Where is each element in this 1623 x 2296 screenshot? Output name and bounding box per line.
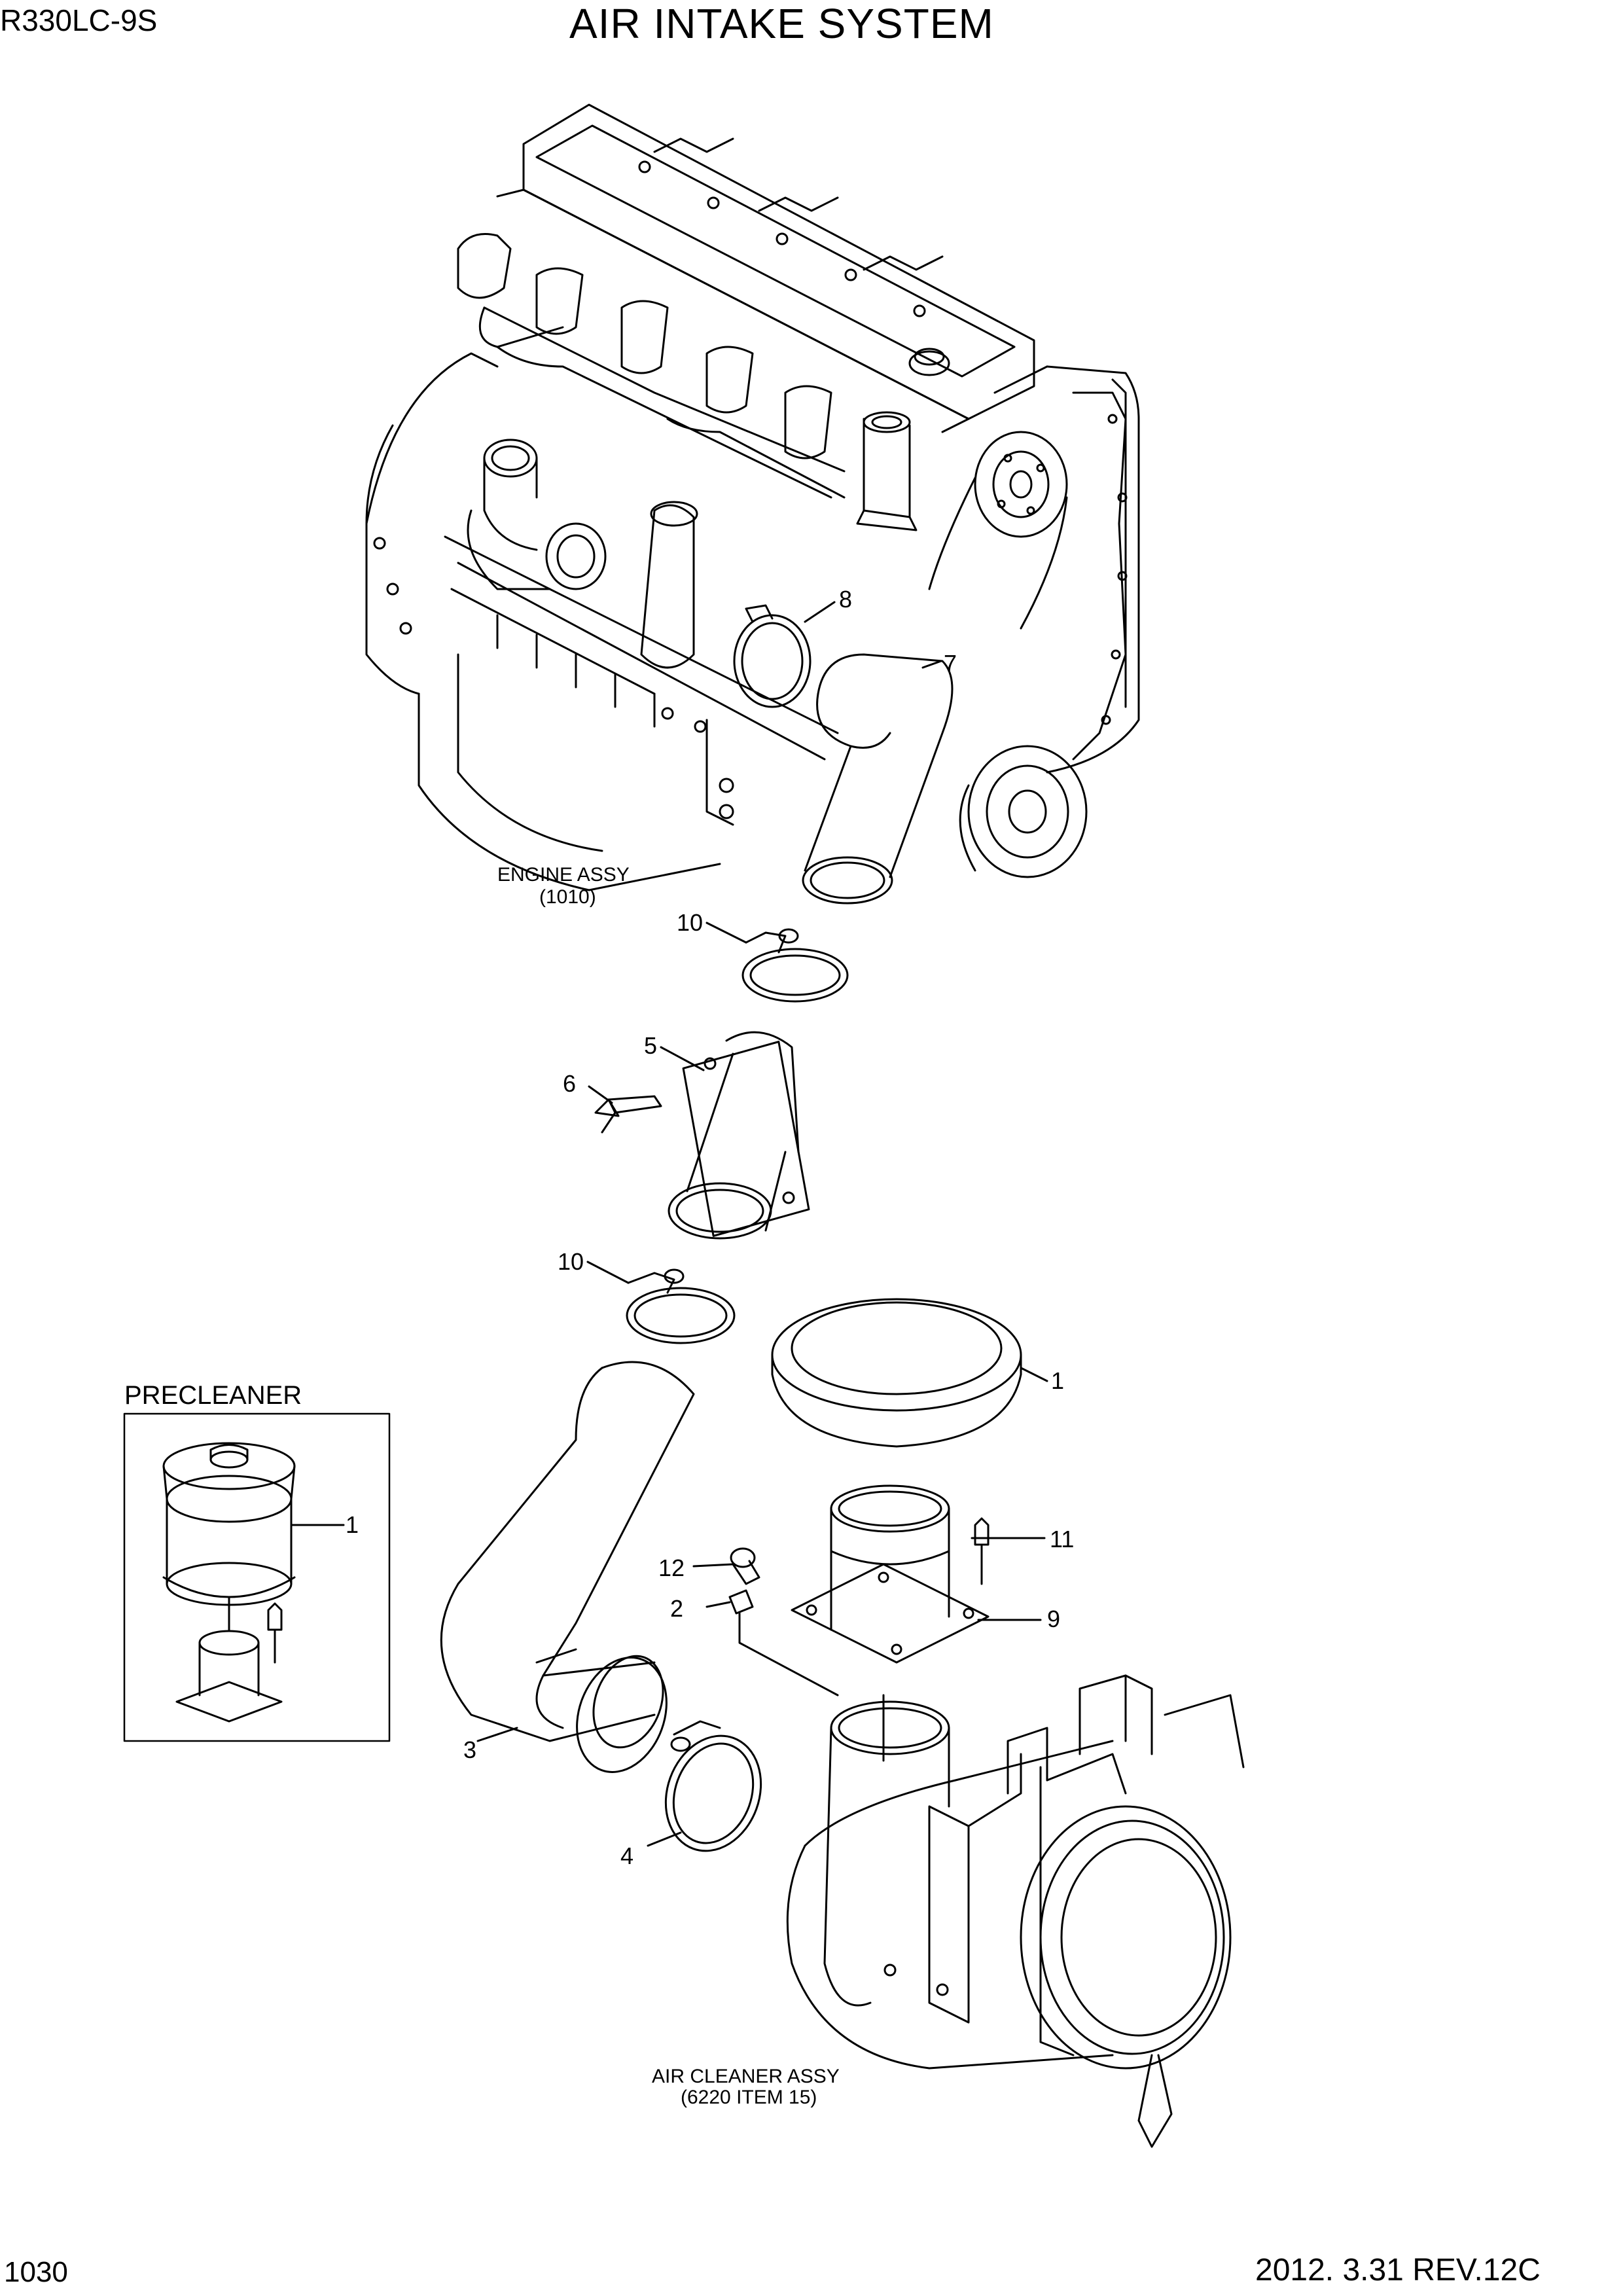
- hose-clamp-cleaner: [647, 1720, 762, 1852]
- callout-10-mid: 10: [558, 1248, 584, 1275]
- page-number: 1030: [4, 2256, 68, 2288]
- oil-filler-tube: [856, 411, 918, 531]
- engine-block: [365, 352, 1140, 891]
- model-number: R330LC-9S: [0, 3, 158, 37]
- callout-4: 4: [620, 1842, 634, 1869]
- page-title: AIR INTAKE SYSTEM: [569, 0, 994, 47]
- air-cleaner-assy-ref: (6220 ITEM 15): [681, 2087, 817, 2108]
- callout-3: 3: [463, 1736, 477, 1763]
- inlet-tube-flange: [791, 1484, 1042, 1664]
- valve-cover: [496, 103, 1035, 433]
- callout-9: 9: [1047, 1605, 1061, 1632]
- turbocharger: [467, 439, 698, 669]
- callout-1-precleaner: 1: [346, 1511, 359, 1538]
- exhaust-manifold: [457, 233, 846, 499]
- callout-11: 11: [1050, 1526, 1075, 1552]
- air-cleaner-assembly: [786, 1674, 1245, 2148]
- hose-clamp-middle: [586, 1261, 736, 1344]
- fan-pulley: [928, 431, 1068, 630]
- intake-hose: [440, 1361, 695, 1773]
- revision-date: 2012. 3.31 REV.12C: [1255, 2253, 1541, 2287]
- callout-6: 6: [563, 1070, 577, 1097]
- callout-1-cover: 1: [1051, 1367, 1065, 1394]
- precleaner-inset: [123, 1412, 391, 1742]
- engine-assembly: [365, 103, 1140, 905]
- precleaner-base: [175, 1596, 283, 1723]
- precleaner-body: [162, 1442, 345, 1606]
- callout-7: 7: [944, 650, 957, 677]
- callout-10-top: 10: [677, 909, 704, 936]
- clip-2: [705, 1589, 839, 1696]
- callout-5: 5: [644, 1032, 658, 1059]
- air-cleaner-assy-label: AIR CLEANER ASSY: [652, 2066, 840, 2087]
- mounting-bolt: [588, 1085, 662, 1134]
- precleaner-title: PRECLEANER: [124, 1381, 302, 1410]
- callout-12: 12: [658, 1554, 685, 1581]
- intake-elbow-hose: [802, 653, 954, 905]
- clip-12: [692, 1547, 760, 1585]
- intake-adapter: [660, 1031, 810, 1240]
- engine-hose-clamp: [733, 604, 812, 708]
- flange-bolt: [971, 1517, 1046, 1585]
- timing-cover: [1072, 391, 1128, 761]
- air-cleaner-cover: [771, 1298, 1048, 1448]
- callout-2: 2: [670, 1595, 684, 1622]
- callout-8: 8: [839, 586, 853, 613]
- crank-pulley: [959, 745, 1088, 878]
- hose-clamp-top: [705, 922, 849, 1003]
